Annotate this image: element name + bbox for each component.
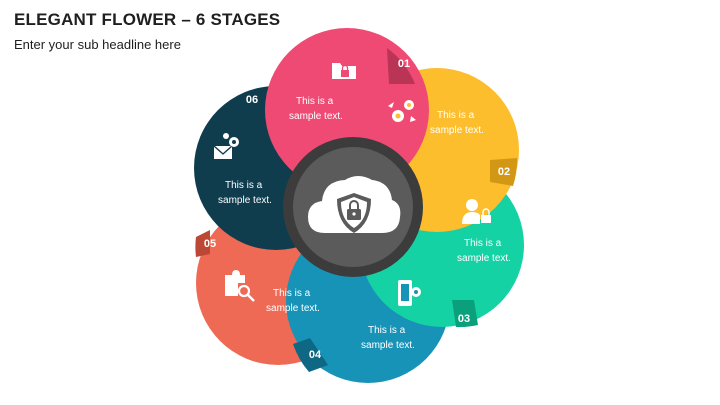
mobile-settings-icon	[398, 280, 421, 306]
stage-06-text: This is a sample text.	[218, 180, 272, 206]
stage-01-text: This is a sample text.	[289, 96, 343, 122]
stage-03-text: This is a sample text.	[457, 238, 511, 264]
stage-05-text: This is a sample text.	[266, 288, 320, 314]
stage-03-number: 03	[458, 313, 470, 325]
folder-lock-icon	[332, 63, 356, 79]
stage-04-text: This is a sample text.	[361, 325, 415, 351]
stage-05-number: 05	[204, 238, 216, 250]
user-lock-icon	[462, 199, 491, 224]
stage-02-text: This is a sample text.	[430, 110, 484, 136]
center-hub	[283, 137, 423, 277]
stage-01-number: 01	[398, 58, 410, 70]
cloud-shield-lock-icon	[308, 176, 401, 233]
stage-04-number: 04	[309, 349, 322, 361]
gears-icon	[388, 100, 416, 122]
puzzle-search-icon	[225, 270, 255, 302]
page-subtitle: Enter your sub headline here	[14, 37, 181, 52]
stage-02-number: 02	[498, 166, 510, 178]
mail-settings-icon	[213, 133, 239, 159]
page-title: ELEGANT FLOWER – 6 STAGES	[14, 10, 281, 29]
stage-06-number: 06	[246, 94, 258, 106]
